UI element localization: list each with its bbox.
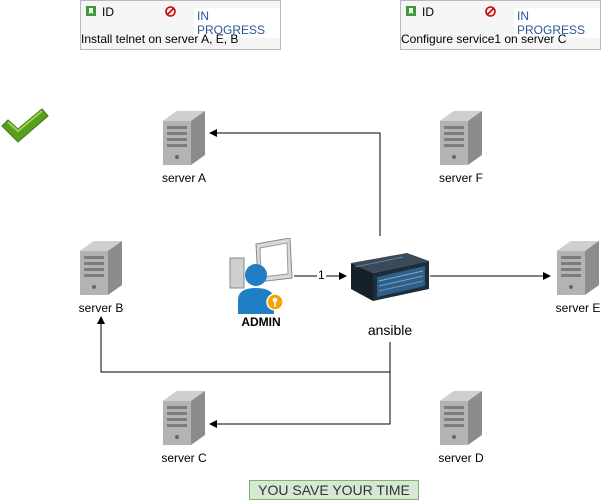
ansible-server-icon[interactable] [347, 251, 431, 303]
server-icon[interactable] [557, 241, 599, 295]
task-card-title: Configure service1 on server C [401, 32, 567, 46]
server-c-label: server C [161, 451, 207, 465]
server-icon[interactable] [440, 391, 482, 445]
server-b-label: server B [78, 301, 124, 315]
server-e-label: server E [555, 301, 601, 315]
edge-label: 1 [317, 268, 326, 282]
server-icon[interactable] [80, 241, 122, 295]
admin-label: ADMIN [241, 315, 281, 329]
task-card-2[interactable]: ID IN PROGRESS Configure service1 on ser… [400, 0, 601, 50]
admin-workstation-icon[interactable] [228, 238, 294, 314]
checkmark-icon [1, 108, 49, 143]
task-card-1[interactable]: ID IN PROGRESS Install telnet on server … [80, 0, 281, 50]
task-card-id: ID [422, 5, 434, 19]
status-badge: IN PROGRESS [514, 8, 600, 38]
server-f-label: server F [438, 171, 483, 185]
blocked-icon [165, 6, 176, 17]
id-tag-icon [86, 6, 96, 16]
server-d-label: server D [438, 451, 484, 465]
blocked-icon [485, 6, 496, 17]
save-time-banner: YOU SAVE YOUR TIME [249, 480, 419, 500]
edge-ansible-to-server-c [209, 372, 391, 428]
server-icon[interactable] [440, 111, 482, 165]
task-card-id: ID [102, 5, 114, 19]
server-icon[interactable] [163, 111, 205, 165]
id-tag-icon [406, 6, 416, 16]
edge-ansible-to-server-a [209, 129, 381, 236]
edge-ansible-to-server-b [97, 316, 391, 373]
ansible-label: ansible [367, 322, 413, 338]
server-icon[interactable] [163, 391, 205, 445]
status-badge: IN PROGRESS [194, 8, 280, 38]
task-card-title: Install telnet on server A, E, B [81, 32, 239, 46]
server-a-label: server A [161, 171, 206, 185]
